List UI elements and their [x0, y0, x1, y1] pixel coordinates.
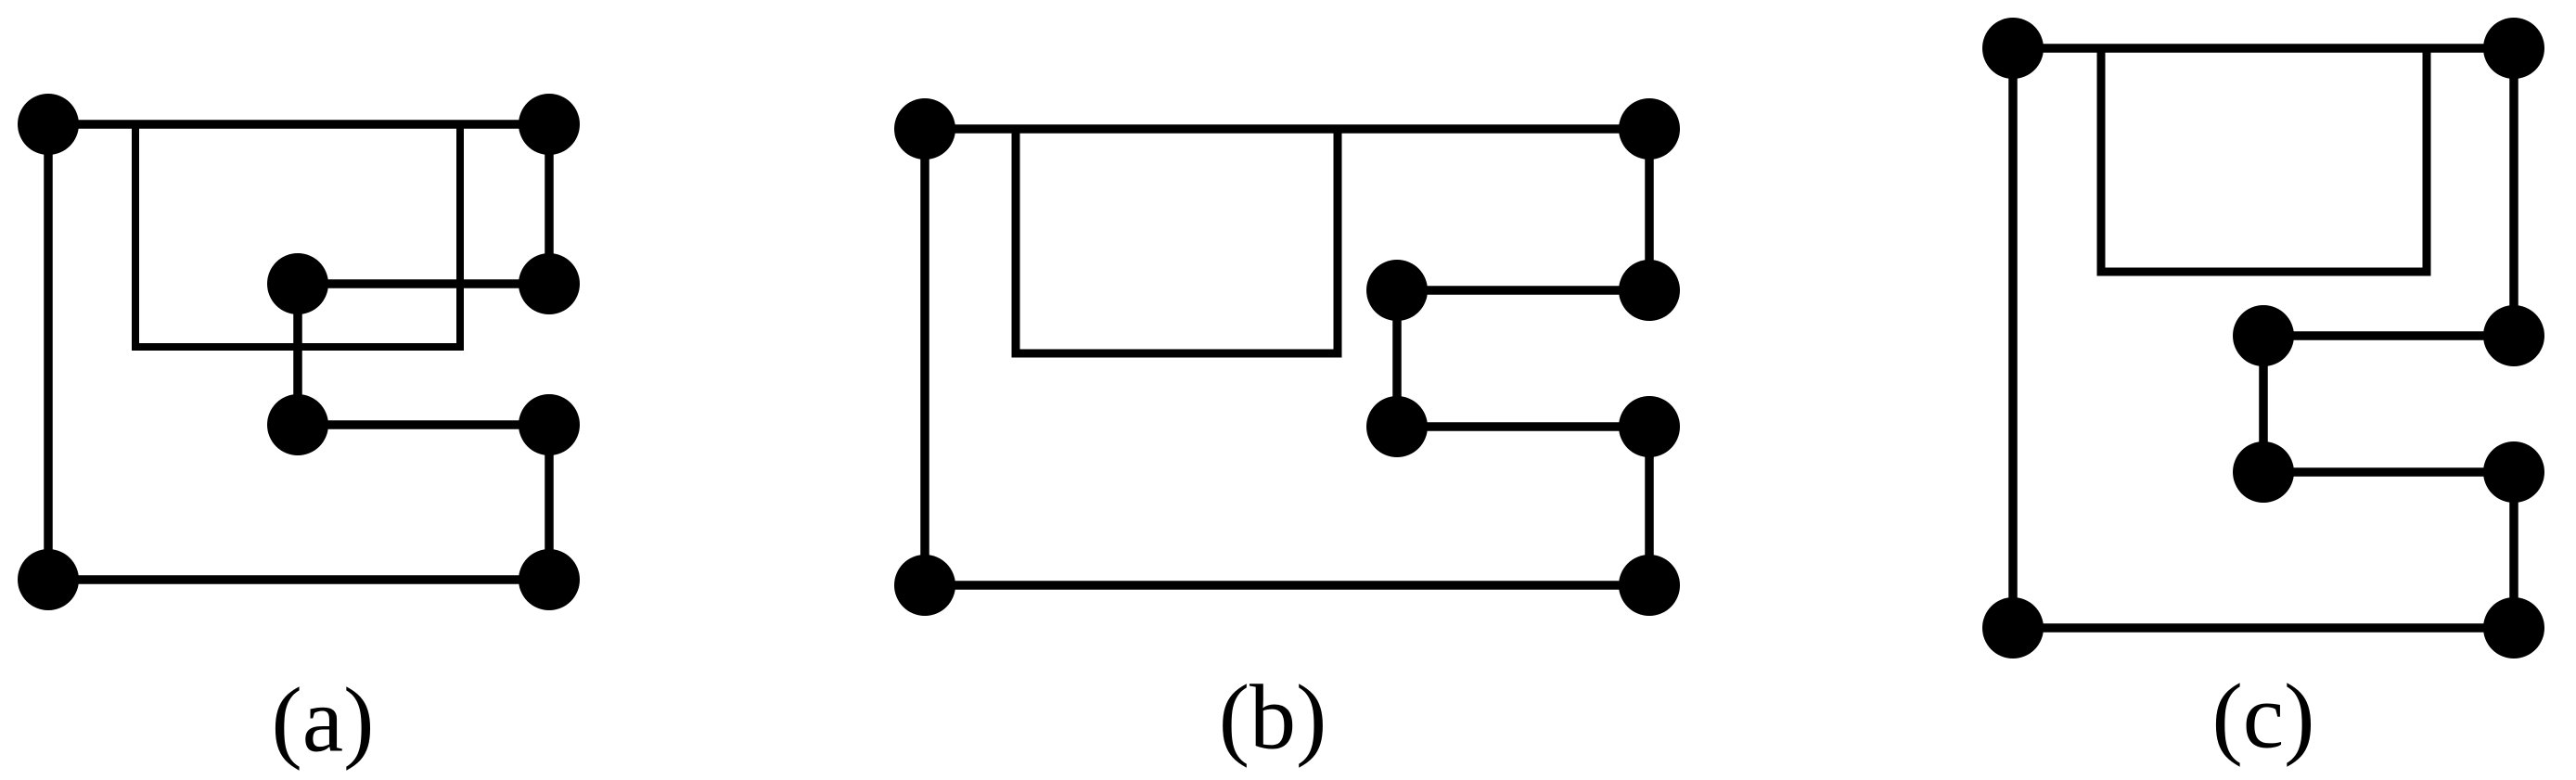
vertex-dot-a-4 — [267, 394, 328, 455]
vertex-dot-c-2 — [2483, 305, 2544, 366]
vertex-dot-a-2 — [519, 253, 580, 314]
vertex-dot-a-7 — [18, 549, 79, 610]
figure-label-a: (a) — [272, 669, 375, 772]
vertex-dot-a-0 — [18, 94, 79, 155]
vertex-dot-b-1 — [1619, 98, 1680, 160]
vertex-dot-b-7 — [894, 555, 955, 616]
vertex-dot-b-2 — [1619, 260, 1680, 321]
figure-a: (a) — [18, 94, 580, 772]
vertex-dot-a-5 — [519, 394, 580, 455]
vertex-dot-a-3 — [267, 253, 328, 314]
vertex-dot-c-0 — [1982, 18, 2044, 79]
vertex-dot-b-5 — [1619, 396, 1680, 457]
vertex-dot-b-4 — [1366, 396, 1428, 457]
figure-label-c: (c) — [2212, 665, 2315, 768]
vertex-dot-c-6 — [2483, 597, 2544, 659]
vertex-dot-b-3 — [1366, 260, 1428, 321]
figure-b: (b) — [894, 98, 1680, 769]
vertex-dot-c-1 — [2483, 18, 2544, 79]
polygon-boundary-a — [44, 120, 554, 584]
inner-rectangle-b — [1011, 124, 1342, 358]
vertex-dot-a-6 — [519, 549, 580, 610]
vertex-dot-a-1 — [519, 94, 580, 155]
inner-rectangle-c — [2096, 44, 2431, 276]
vertex-dot-c-7 — [1982, 597, 2044, 659]
vertex-dot-b-0 — [894, 98, 955, 160]
figure-c: (c) — [1982, 18, 2544, 768]
vertex-dot-c-5 — [2483, 441, 2544, 503]
vertex-dot-c-4 — [2233, 441, 2294, 503]
vertex-dot-c-3 — [2233, 305, 2294, 366]
vertex-dot-b-6 — [1619, 555, 1680, 616]
figure-label-b: (b) — [1219, 666, 1327, 769]
